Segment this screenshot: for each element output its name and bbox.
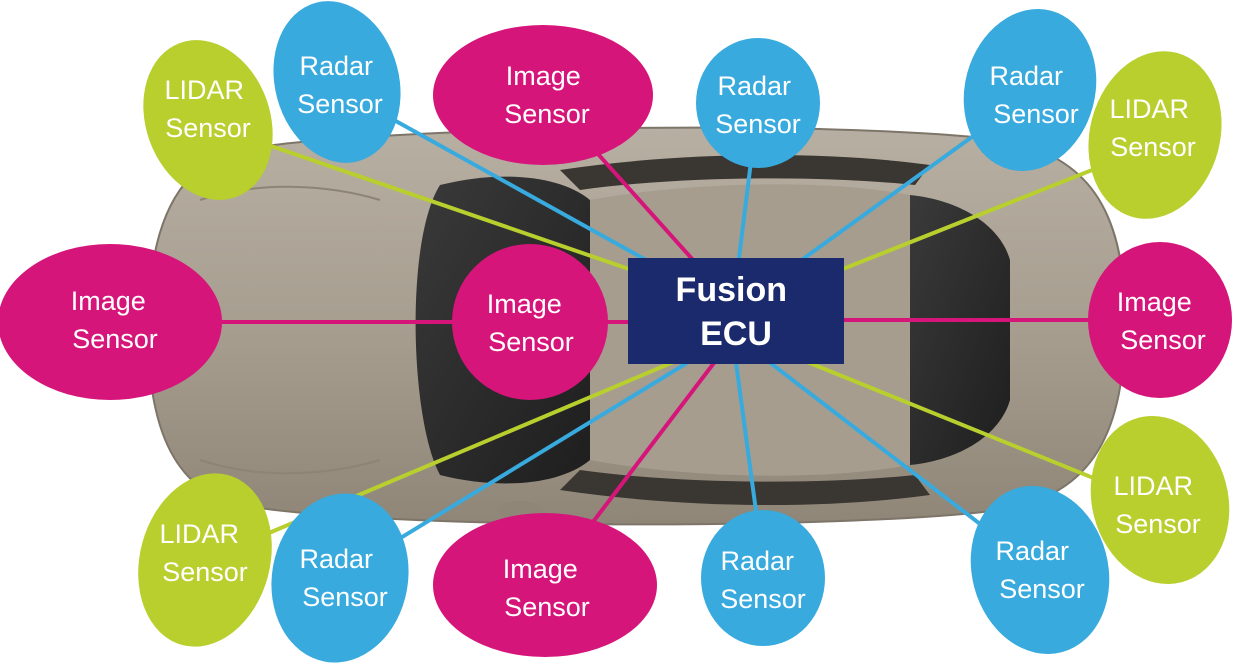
sensor-lidar-front-right: LIDAR Sensor [1088,51,1222,219]
svg-text:Image Sensor: Image Sensor [1117,287,1206,355]
svg-text:Radar Sensor: Radar Sensor [995,536,1084,604]
sensor-image-front: Image Sensor [433,25,653,165]
image-bubble [0,244,222,400]
sensor-label-line2: Sensor [165,113,251,143]
sensor-lidar-rear-left: LIDAR Sensor [138,473,272,647]
sensor-label-line2: Sensor [162,557,248,587]
sensor-label-line2: Sensor [1115,509,1201,539]
image-bubble [452,244,608,400]
radar-bubble [970,486,1110,654]
line-lidar-rear-left [203,353,692,562]
sensor-lidar-rear-right: LIDAR Sensor [1090,416,1230,584]
sensor-label-line2: Sensor [715,109,801,139]
sensor-image-right: Image Sensor [1088,242,1232,398]
sensor-label-line2: Sensor [999,574,1085,604]
sensor-label-line1: Radar [299,51,373,81]
sensor-radar-front-center: Radar Sensor [696,38,820,168]
sensor-label-line1: Radar [995,536,1069,566]
sensor-label-line2: Sensor [297,89,383,119]
sensor-label-line1: Radar [299,544,373,574]
sensor-radar-rear-left: Radar Sensor [271,493,409,663]
sensor-label-line2: Sensor [1120,325,1206,355]
radar-bubble [273,1,401,163]
sensor-label-line2: Sensor [1110,132,1196,162]
svg-text:LIDAR Sensor: LIDAR Sensor [1113,471,1200,539]
side-window-top [560,154,930,190]
sensor-image-left: Image Sensor [0,244,222,400]
fusion-ecu: Fusion ECU [628,258,844,364]
sensor-label-line2: Sensor [504,99,590,129]
lidar-bubble [1088,51,1222,219]
sensor-label-line1: Image [1117,287,1192,317]
radar-bubble [696,38,820,168]
svg-text:Radar Sensor: Radar Sensor [989,61,1078,129]
sensor-radar-front-right: Radar Sensor [963,9,1097,171]
sensor-label-line1: LIDAR [159,519,239,549]
sensor-label-line2: Sensor [72,324,158,354]
svg-text:Radar Sensor: Radar Sensor [297,51,383,119]
sensor-radar-rear-center: Radar Sensor [701,510,825,646]
side-window-bottom [560,470,930,506]
sensor-label-line2: Sensor [488,327,574,357]
svg-text:Radar Sensor: Radar Sensor [299,544,387,612]
sensor-label-line1: Radar [989,61,1063,91]
svg-text:Fusion ECU: Fusion ECU [676,271,797,353]
image-bubble [1088,242,1232,398]
sensor-label-line1: LIDAR [1109,94,1189,124]
sensor-label-line2: Sensor [504,592,590,622]
ecu-label-line1: Fusion [676,271,787,309]
svg-text:Image Sensor: Image Sensor [504,61,590,129]
sensor-label-line1: Image [487,289,562,319]
sensor-label-line1: Image [71,286,146,316]
sensor-radar-rear-right: Radar Sensor [970,486,1110,654]
svg-text:Image Sensor: Image Sensor [503,554,590,622]
sensor-label-line1: LIDAR [164,75,244,105]
svg-text:Image Sensor: Image Sensor [71,286,158,354]
rear-window [910,195,1010,465]
line-radar-front-left [338,88,702,292]
sensor-label-line1: Radar [720,546,794,576]
svg-text:Radar Sensor: Radar Sensor [715,71,801,139]
sensor-label-line2: Sensor [993,99,1079,129]
svg-text:Radar Sensor: Radar Sensor [720,546,806,614]
image-bubble [433,25,653,165]
sensor-label-line1: Image [506,61,581,91]
svg-text:Image Sensor: Image Sensor [487,289,574,357]
sensor-lidar-front-left: LIDAR Sensor [143,40,273,200]
svg-text:LIDAR Sensor: LIDAR Sensor [1109,94,1196,162]
sensor-image-rear: Image Sensor [433,513,657,657]
lidar-bubble [138,473,272,647]
image-bubble [433,513,657,657]
line-lidar-front-left [208,123,692,292]
lidar-bubble [143,40,273,200]
radar-bubble [271,493,409,663]
radar-bubble [963,9,1097,171]
lidar-bubble [1090,416,1230,584]
sensor-label-line1: LIDAR [1113,471,1193,501]
radar-bubble [701,510,825,646]
sensor-radar-front-left: Radar Sensor [273,1,401,163]
sensor-label-line2: Sensor [720,584,806,614]
sensor-label-line2: Sensor [302,582,388,612]
ecu-label-line2: ECU [700,315,772,353]
sensor-label-line1: Image [503,554,578,584]
svg-text:LIDAR Sensor: LIDAR Sensor [159,519,247,587]
sensor-label-line1: Radar [717,71,791,101]
svg-text:LIDAR Sensor: LIDAR Sensor [164,75,251,143]
sensor-image-center: Image Sensor [452,244,608,400]
ecu-box [628,258,844,364]
